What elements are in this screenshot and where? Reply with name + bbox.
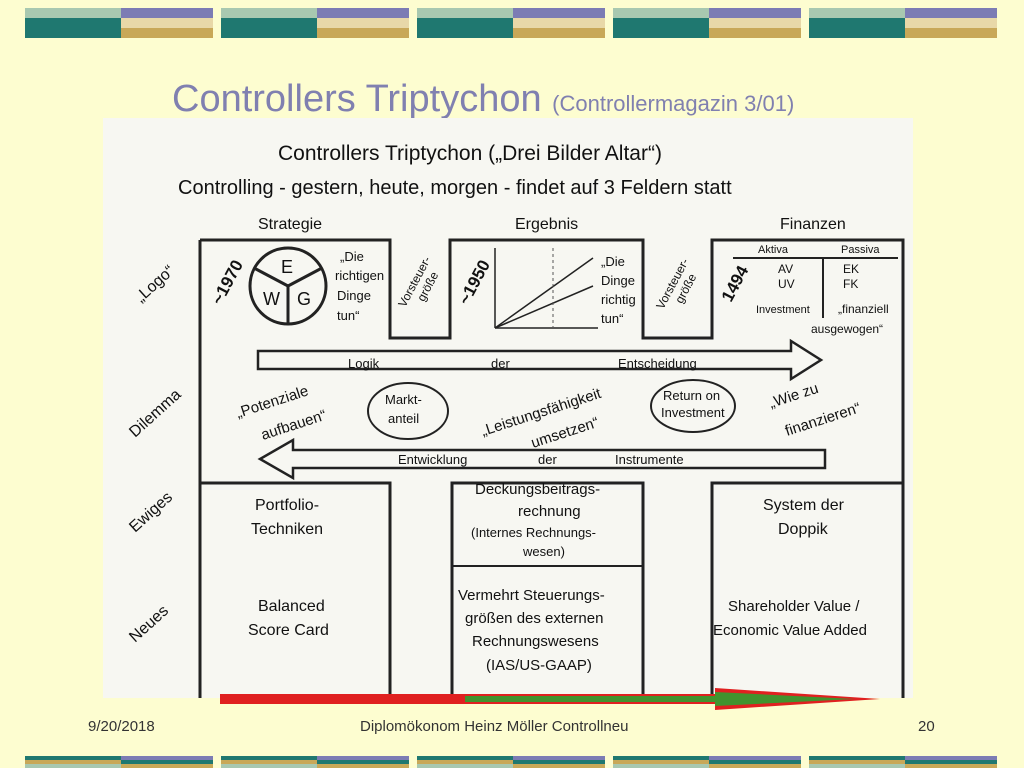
balance-ek: EK [843, 262, 859, 276]
dilemma-wie-1: „Wie zu [767, 380, 821, 412]
row-label-dilemma: Dilemma [126, 386, 184, 441]
strategie-quote-4: tun“ [337, 308, 359, 323]
neues-mid-3: Rechnungswesens [472, 633, 599, 650]
cloud-return-on-investment [650, 379, 736, 433]
ergebnis-quote-2: Dinge [601, 273, 635, 288]
footer-page-number: 20 [918, 718, 935, 735]
arrow-left-word-1: Entwicklung [398, 452, 467, 467]
neues-left-2: Score Card [248, 622, 329, 639]
dilemma-return-1: Return on [663, 388, 720, 403]
balance-investment: Investment [756, 304, 810, 316]
arrow-left-word-2: der [538, 452, 557, 467]
deco-block [613, 8, 801, 38]
neues-mid-4: (IAS/US-GAAP) [486, 657, 592, 674]
balance-uv: UV [778, 277, 795, 291]
balance-av: AV [778, 262, 793, 276]
column-finanzen: Finanzen [780, 216, 846, 233]
ewiges-mid-1: Deckungsbeitrags- [475, 481, 600, 498]
year-1950: ~1950 [455, 257, 494, 308]
deco-block [417, 8, 605, 38]
year-1494: 1494 [718, 262, 753, 305]
dilemma-markt-2: anteil [388, 411, 419, 426]
bottom-frame [200, 481, 903, 698]
deco-block [417, 756, 605, 768]
strategie-quote-2: richtigen [335, 268, 384, 283]
deco-block [221, 8, 409, 38]
arrow-right-word-3: Entscheidung [618, 356, 697, 371]
slide-title-main: Controllers Triptychon [172, 78, 542, 120]
column-strategie: Strategie [258, 216, 322, 233]
neues-right-2: Economic Value Added [713, 622, 867, 639]
deco-block [809, 756, 997, 768]
balance-quote-2: ausgewogen“ [811, 322, 883, 336]
strategie-quote-1: „Die [340, 249, 364, 264]
ewiges-mid-4: wesen) [522, 544, 565, 559]
deco-block [25, 8, 213, 38]
neues-mid-1: Vermehrt Steuerungs- [458, 587, 605, 604]
triptychon-diagram: Controllers Triptychon („Drei Bilder Alt… [103, 118, 913, 698]
neues-mid-2: größen des externen [465, 610, 603, 627]
balance-passiva: Passiva [841, 244, 880, 256]
ewiges-right-2: Doppik [778, 521, 829, 538]
ewiges-right-1: System der [763, 497, 845, 514]
diagram-heading-1: Controllers Triptychon („Drei Bilder Alt… [278, 142, 662, 165]
footer-author: Diplomökonom Heinz Möller Controllneu [360, 718, 629, 735]
arrow-entwicklung-der-instrumente [257, 437, 827, 481]
slide-title: Controllers Triptychon (Controllermagazi… [172, 78, 952, 121]
vorsteuer-label-2: Vorsteuer- größe [653, 256, 699, 311]
row-label-logo: „Logo“ [132, 262, 178, 306]
neues-left-1: Balanced [258, 598, 325, 615]
ewg-circle-icon: E W G [248, 246, 328, 326]
progress-arrow-icon [220, 688, 880, 710]
ergebnis-mini-chart [494, 248, 598, 329]
ewg-e: E [281, 257, 293, 277]
column-ergebnis: Ergebnis [515, 216, 578, 233]
arrow-right-word-1: Logik [348, 356, 380, 371]
diagram-heading-2: Controlling - gestern, heute, morgen - f… [178, 177, 732, 199]
ewg-w: W [263, 289, 280, 309]
year-1970: ~1970 [208, 257, 247, 308]
dilemma-wie-2: finanzieren“ [783, 399, 863, 439]
slide-title-sub: (Controllermagazin 3/01) [552, 91, 795, 116]
strategie-quote-3: Dinge [337, 288, 371, 303]
cloud-markt-anteil [367, 382, 449, 440]
diagram-svg: Controllers Triptychon („Drei Bilder Alt… [126, 142, 905, 698]
neues-right-1: Shareholder Value / [728, 598, 860, 615]
ergebnis-quote-1: „Die [601, 254, 625, 269]
arrow-right-word-2: der [491, 356, 510, 371]
arrow-logik-der-entscheidung [256, 338, 824, 382]
ergebnis-quote-3: richtig [601, 292, 636, 307]
deco-block [25, 756, 213, 768]
balance-quote-1: „finanziell [838, 302, 889, 316]
deco-block [221, 756, 409, 768]
dilemma-markt-1: Markt- [385, 392, 422, 407]
ewiges-left-1: Portfolio- [255, 497, 319, 514]
deco-block [613, 756, 801, 768]
arrow-left-word-3: Instrumente [615, 452, 684, 467]
footer-date: 9/20/2018 [88, 718, 155, 735]
top-frame [200, 238, 905, 340]
balance-fk: FK [843, 277, 858, 291]
deco-block [809, 8, 997, 38]
dilemma-return-2: Investment [661, 405, 725, 420]
ewiges-mid-3: (Internes Rechnungs- [471, 525, 596, 540]
vorsteuer-label-1: Vorsteuer- größe [395, 254, 441, 309]
ewiges-mid-2: rechnung [518, 503, 581, 520]
ergebnis-quote-4: tun“ [601, 311, 623, 326]
ewiges-left-2: Techniken [251, 521, 323, 538]
balance-sheet: Aktiva Passiva AV UV EK FK Investment „f… [733, 244, 898, 336]
row-label-ewiges: Ewiges [126, 489, 176, 536]
ewg-g: G [297, 289, 311, 309]
row-label-neues: Neues [126, 602, 172, 646]
balance-aktiva: Aktiva [758, 244, 789, 256]
